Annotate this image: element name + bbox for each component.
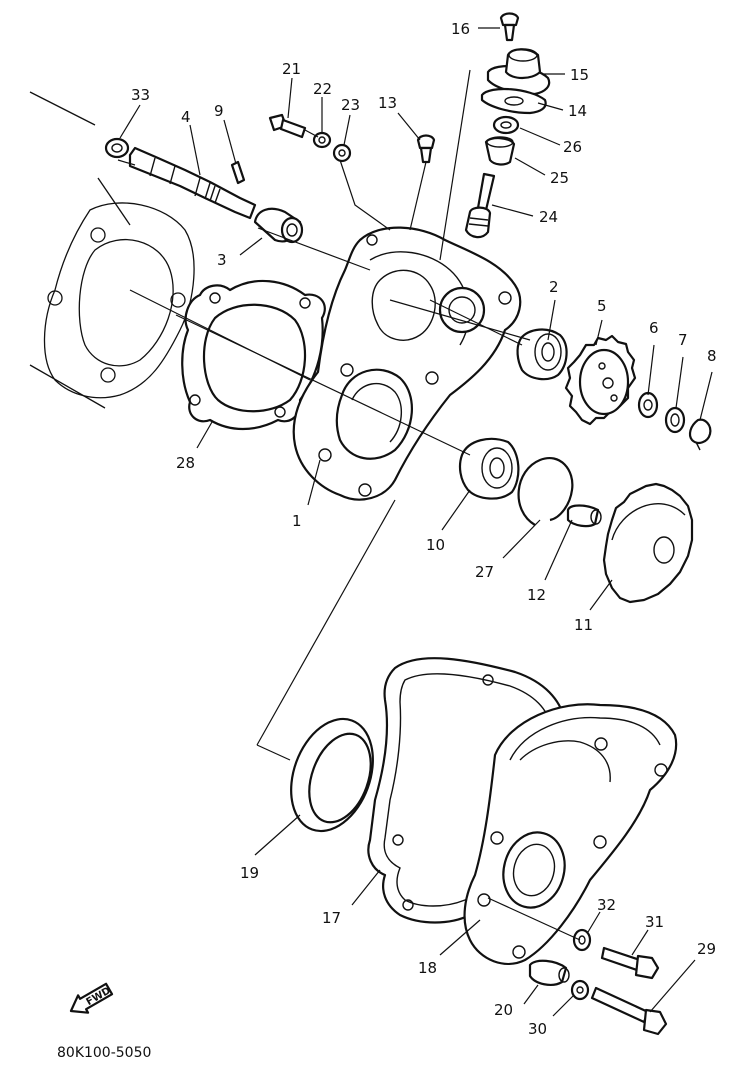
callout-29: 29 (697, 940, 716, 958)
callout-numbers: 1 2 3 4 5 6 7 8 9 10 11 12 13 14 15 16 1… (131, 20, 717, 1038)
washer-23 (332, 143, 352, 163)
callout-16: 16 (451, 20, 470, 38)
bolt-31 (600, 946, 660, 980)
callout-22: 22 (313, 80, 332, 98)
callout-12: 12 (527, 586, 546, 604)
callout-32: 32 (597, 896, 616, 914)
callout-15: 15 (570, 66, 589, 84)
washer-32 (572, 928, 592, 952)
callout-8: 8 (707, 347, 717, 365)
bearing-10 (458, 437, 520, 500)
dowel-pin-20 (528, 959, 570, 986)
pin-9 (230, 160, 246, 185)
callout-7: 7 (678, 331, 688, 349)
callout-4: 4 (181, 108, 191, 126)
callout-11: 11 (574, 616, 593, 634)
callout-33: 33 (131, 86, 150, 104)
callout-26: 26 (563, 138, 582, 156)
callout-31: 31 (645, 913, 664, 931)
callout-2: 2 (549, 278, 559, 296)
washer-7 (664, 406, 686, 434)
washer-22 (312, 131, 332, 149)
callout-25: 25 (550, 169, 569, 187)
drawing-code: 80K100-5050 (57, 1045, 151, 1061)
assembly-lines (117, 69, 581, 941)
fwd-direction-tag: FWD (69, 982, 114, 1014)
callout-30: 30 (528, 1020, 547, 1038)
gear-11 (602, 482, 694, 604)
washer-33 (104, 137, 130, 159)
circlip-27 (517, 457, 574, 526)
housing-1 (292, 226, 522, 501)
engine-case-outline (29, 91, 195, 409)
callout-19: 19 (240, 864, 259, 882)
oil-seal-19 (290, 717, 374, 833)
gear-5 (564, 334, 637, 426)
callout-21: 21 (282, 60, 301, 78)
bearing-2 (516, 328, 568, 381)
fitting-15 (486, 48, 551, 96)
screw-16 (499, 12, 520, 42)
callout-17: 17 (322, 909, 341, 927)
shaft-4 (128, 146, 257, 220)
callout-14: 14 (568, 102, 587, 120)
callout-3: 3 (217, 251, 227, 269)
washer-6 (637, 391, 659, 419)
bushing-25 (484, 136, 516, 166)
callout-24: 24 (539, 208, 558, 226)
callout-20: 20 (494, 1001, 513, 1019)
callout-18: 18 (418, 959, 437, 977)
pin-12 (566, 504, 602, 528)
bolt-21 (268, 113, 307, 139)
callout-5: 5 (597, 297, 607, 315)
bolt-29 (590, 986, 668, 1036)
circlip-8 (688, 418, 712, 451)
callout-27: 27 (475, 563, 494, 581)
seal-26 (492, 115, 520, 135)
callout-13: 13 (378, 94, 397, 112)
washer-30 (570, 979, 590, 1001)
callout-23: 23 (341, 96, 360, 114)
callout-28: 28 (176, 454, 195, 472)
screw-13 (416, 134, 436, 164)
cover-18 (463, 703, 678, 965)
drive-gear-24 (464, 172, 496, 239)
callout-leaders (119, 27, 713, 1017)
gasket-14 (480, 87, 547, 115)
callout-9: 9 (214, 102, 224, 120)
callout-1: 1 (292, 512, 302, 530)
collar-3 (253, 207, 304, 244)
callout-10: 10 (426, 536, 445, 554)
callout-6: 6 (649, 319, 659, 337)
